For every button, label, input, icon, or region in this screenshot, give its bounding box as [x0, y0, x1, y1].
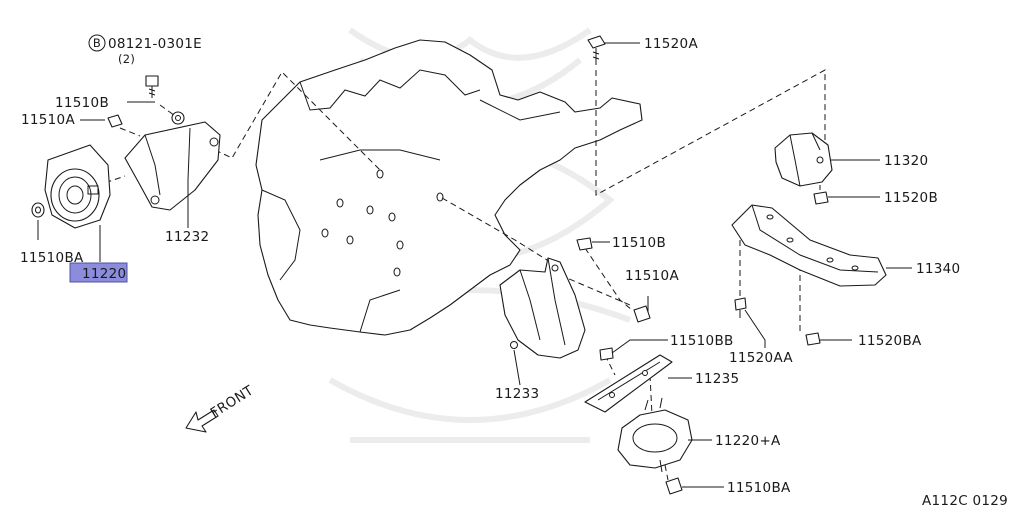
- part-label-11510BA-left[interactable]: 11510BA: [20, 250, 84, 266]
- left-hardware: [31, 75, 185, 218]
- part-label-11520AA[interactable]: 11520AA: [729, 350, 793, 366]
- part-label-11235[interactable]: 11235: [695, 371, 739, 387]
- part-label-11510B-top[interactable]: 11510B: [55, 95, 109, 111]
- middle-hardware: [576, 237, 651, 361]
- insulator-11220: [44, 144, 111, 229]
- part-label-11520A[interactable]: 11520A: [644, 36, 698, 52]
- bolt-spec-code: 08121-0301E: [108, 36, 202, 52]
- insulator-11220A: [617, 397, 693, 495]
- part-label-11233[interactable]: 11233: [495, 386, 539, 402]
- bracket-11232: [124, 121, 221, 211]
- crossmember-11340: [731, 204, 887, 346]
- part-label-highlight-11220: [69, 262, 128, 283]
- part-label-11340[interactable]: 11340: [916, 261, 960, 277]
- part-label-11510BA-bottom[interactable]: 11510BA: [727, 480, 791, 496]
- engine-block: [255, 39, 643, 336]
- front-direction-arrow: [185, 409, 219, 433]
- plate-11235: [584, 354, 673, 413]
- part-label-11232[interactable]: 11232: [165, 229, 209, 245]
- part-label-11220A[interactable]: 11220+A: [715, 433, 781, 449]
- diagram-code: A112C 0129: [922, 493, 1008, 509]
- mount-11320: [587, 35, 833, 205]
- bolt-spec-quantity: (2): [118, 52, 135, 66]
- part-label-11510A-top[interactable]: 11510A: [21, 112, 75, 128]
- part-label-11510A-mid[interactable]: 11510A: [625, 268, 679, 284]
- bolt-symbol-circle: [88, 34, 106, 52]
- front-label: FRONT: [208, 382, 257, 421]
- bracket-11233: [499, 257, 586, 359]
- part-label-11520BA[interactable]: 11520BA: [858, 333, 922, 349]
- bolt-symbol-letter: B: [93, 36, 101, 50]
- part-label-11510B-mid[interactable]: 11510B: [612, 235, 666, 251]
- part-label-11320[interactable]: 11320: [884, 153, 928, 169]
- label-leader-lines: [37, 42, 912, 488]
- bolt-spec-callout: B 08121-0301E (2): [88, 34, 202, 66]
- part-label-11510BB[interactable]: 11510BB: [670, 333, 734, 349]
- part-label-11520B[interactable]: 11520B: [884, 190, 938, 206]
- part-label-11220[interactable]: 11220: [82, 266, 126, 282]
